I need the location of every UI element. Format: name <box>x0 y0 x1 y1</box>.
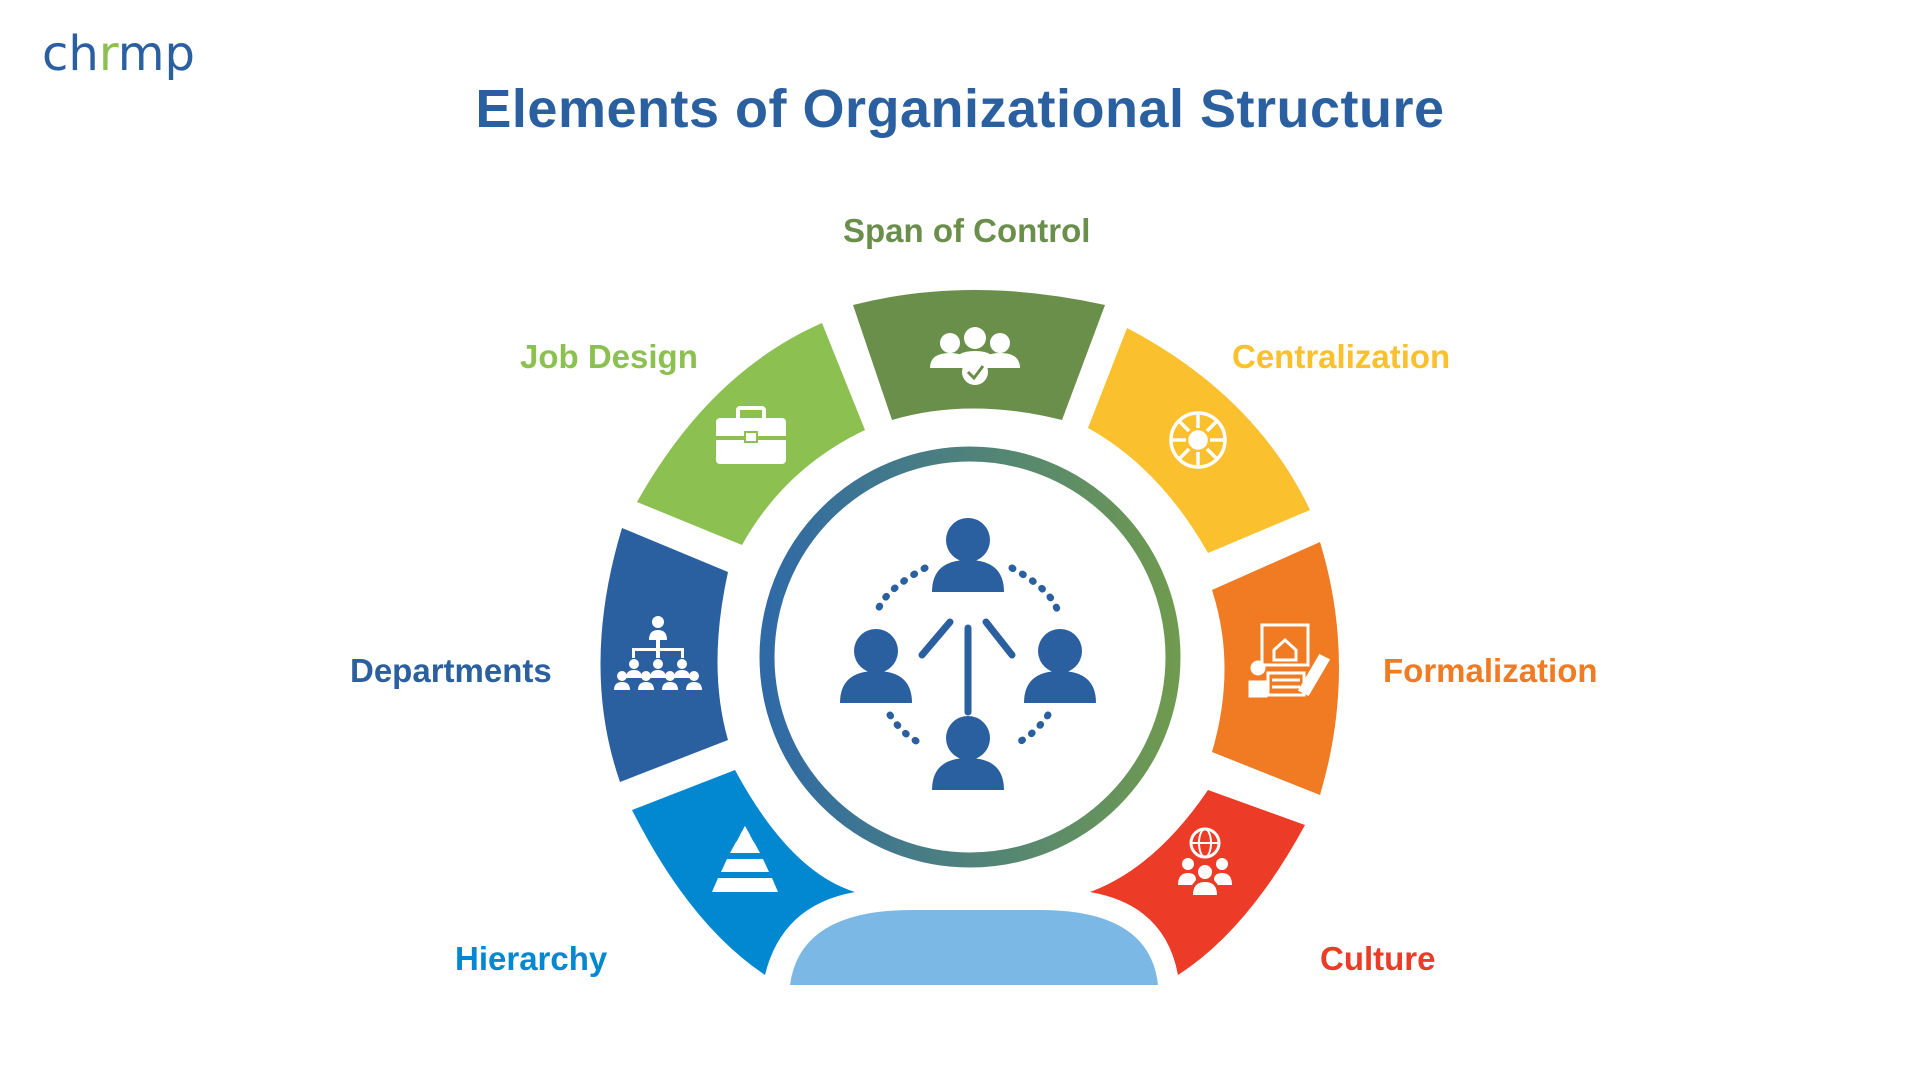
segment-formalization <box>1212 542 1339 795</box>
base-shape <box>790 910 1158 985</box>
segment-culture <box>1090 790 1305 975</box>
page-title: Elements of Organizational Structure <box>475 79 1445 139</box>
label-centralization: Centralization <box>1232 338 1451 375</box>
hub-icon <box>1169 411 1227 469</box>
team-check-icon <box>930 327 1020 385</box>
document-stamp-icon <box>1248 623 1331 698</box>
pyramid-icon <box>712 826 778 892</box>
label-hierarchy: Hierarchy <box>455 940 608 977</box>
label-span-of-control: Span of Control <box>843 212 1091 249</box>
label-departments: Departments <box>350 652 552 689</box>
global-people-icon <box>1178 827 1232 895</box>
label-job-design: Job Design <box>520 338 698 375</box>
label-formalization: Formalization <box>1383 652 1598 689</box>
chrmp-logo: chrmp <box>42 26 195 82</box>
segment-departments <box>600 528 728 782</box>
briefcase-icon <box>716 406 786 464</box>
segment-hierarchy <box>632 770 855 975</box>
label-culture: Culture <box>1320 940 1436 977</box>
network-people-icon <box>840 518 1096 790</box>
org-chart-icon <box>614 616 702 690</box>
